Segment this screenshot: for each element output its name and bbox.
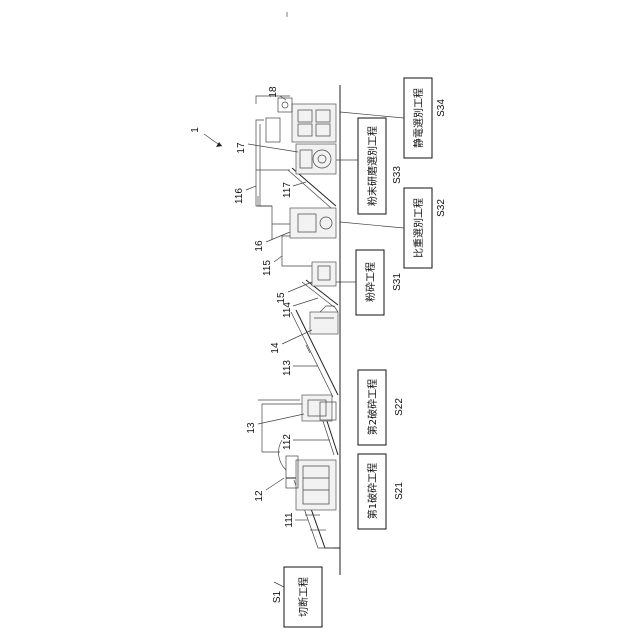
step-s34-id: S34 bbox=[436, 99, 447, 117]
ref-111-label: 111 bbox=[284, 512, 295, 528]
ref-12: 12 bbox=[254, 478, 284, 502]
ref-12-label: 12 bbox=[254, 490, 265, 502]
system-ref-1: 1 bbox=[190, 127, 222, 147]
ref-18: 18 bbox=[268, 86, 286, 100]
step-s33-label: 粉末研磨選別工程 bbox=[366, 126, 379, 206]
ref-113: 113 bbox=[282, 360, 318, 376]
mill-14 bbox=[310, 306, 338, 334]
ref-13-label: 13 bbox=[246, 422, 257, 434]
ref-14-label: 14 bbox=[270, 342, 281, 354]
step-s1-id: S1 bbox=[272, 590, 283, 603]
ref-113-label: 113 bbox=[282, 360, 293, 376]
step-s22-label: 第2破砕工程 bbox=[366, 379, 379, 435]
step-s31-id: S31 bbox=[392, 273, 403, 291]
ref-115: 115 bbox=[262, 256, 282, 276]
ref-15-label: 15 bbox=[276, 292, 287, 304]
step-s33-id: S33 bbox=[392, 166, 403, 184]
step-s34: 静電選別工程 S34 bbox=[340, 78, 447, 158]
ref-111: 111 bbox=[284, 512, 308, 528]
ref-117: 117 bbox=[282, 182, 306, 198]
ref-116: 116 bbox=[234, 186, 256, 204]
system-ref-1-label: 1 bbox=[190, 127, 201, 133]
step-s1: 切断工程 S1 bbox=[272, 567, 322, 627]
second-crusher bbox=[258, 395, 338, 455]
step-s21: 第1破砕工程 S21 bbox=[358, 454, 405, 529]
powder-polisher-17 bbox=[288, 144, 336, 208]
ref-117-label: 117 bbox=[282, 182, 293, 198]
step-s22-id: S22 bbox=[394, 398, 405, 416]
ref-112-label: 112 bbox=[282, 434, 293, 450]
electrostatic-separator-18 bbox=[266, 98, 336, 142]
step-s32-label: 比重選別工程 bbox=[412, 198, 425, 258]
first-crusher bbox=[279, 440, 340, 548]
ref-116-label: 116 bbox=[234, 188, 245, 204]
ref-16-label: 16 bbox=[254, 240, 265, 252]
step-s21-id: S21 bbox=[394, 482, 405, 500]
step-s31-label: 粉砕工程 bbox=[364, 262, 377, 302]
step-s31: 粉砕工程 S31 bbox=[334, 250, 403, 315]
step-s1-label: 切断工程 bbox=[297, 577, 310, 617]
step-s21-label: 第1破砕工程 bbox=[366, 463, 379, 519]
gravity-separator-16 bbox=[258, 196, 336, 240]
step-s34-label: 静電選別工程 bbox=[412, 88, 425, 148]
ref-18-label: 18 bbox=[268, 86, 279, 98]
step-s32-id: S32 bbox=[436, 199, 447, 217]
ref-13: 13 bbox=[246, 414, 304, 434]
ref-17: 17 bbox=[236, 142, 298, 154]
step-s22: 第2破砕工程 S22 bbox=[358, 370, 405, 445]
ref-112: 112 bbox=[282, 434, 330, 450]
pulverizer-15 bbox=[282, 236, 338, 307]
ref-115-label: 115 bbox=[262, 260, 273, 276]
step-s33: 粉末研磨選別工程 S33 bbox=[336, 118, 403, 214]
ref-17-label: 17 bbox=[236, 142, 247, 154]
